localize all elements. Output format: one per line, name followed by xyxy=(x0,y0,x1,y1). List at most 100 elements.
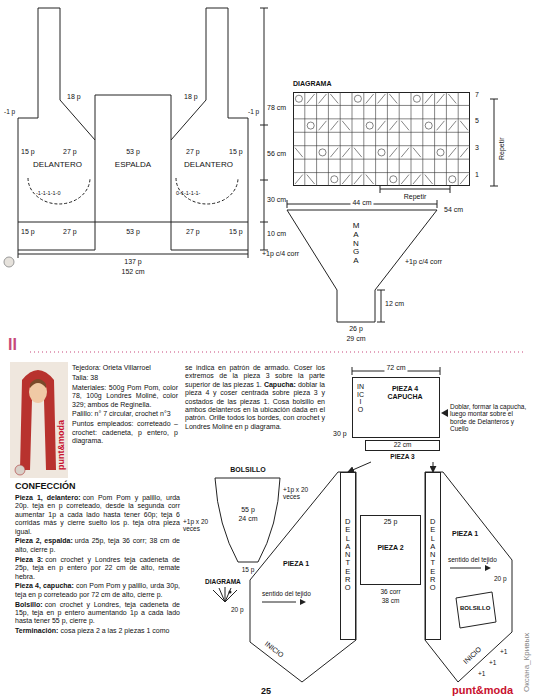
paragraph: Puntos empleados: correteado – crochet: … xyxy=(72,420,178,445)
label: Doblar, formar la capucha, luego montar … xyxy=(450,403,530,433)
stitch-symbol xyxy=(319,94,327,103)
label: 27 p xyxy=(186,228,200,236)
piece-label: PIEZA 4 CAPUCHA xyxy=(374,385,436,401)
stitch-symbol xyxy=(425,94,433,103)
stitch-symbol xyxy=(330,121,338,130)
outline-rect xyxy=(366,441,440,451)
label: punt&moda xyxy=(452,684,513,697)
text-column: Pieza 1, delantero:con Pom Pom y palillo… xyxy=(15,494,180,637)
stitch-symbol xyxy=(413,148,421,157)
stitch-symbol xyxy=(307,94,315,103)
piece-outline xyxy=(285,208,441,326)
label: 5 xyxy=(475,117,479,125)
grid-line xyxy=(293,132,470,133)
dimension-line xyxy=(18,250,248,258)
stitch-symbol xyxy=(401,148,409,157)
direction-arrow xyxy=(450,568,481,569)
grid-line xyxy=(411,92,412,186)
grid-line xyxy=(328,92,329,186)
label: Оксана_Кривых xyxy=(522,633,531,692)
label: -1-1-1-1-0 xyxy=(36,190,60,196)
stitch-symbol xyxy=(342,148,350,157)
stitch-symbol xyxy=(437,121,445,130)
stitch-symbol xyxy=(354,148,362,157)
piece-label: ESPALDA xyxy=(95,160,171,169)
label: DIAGRAMA xyxy=(205,578,241,585)
piece-label: 22 cm xyxy=(365,441,440,448)
stitch-symbol xyxy=(330,148,338,157)
grid-line xyxy=(316,92,317,186)
paragraph: Pieza 3:con crochet y Londres teja caden… xyxy=(15,556,180,581)
paragraph-text: Tejedora: Orieta Villarroel xyxy=(72,364,151,371)
stitch-symbol xyxy=(413,175,421,184)
pattern-piece: DELANTERO xyxy=(425,472,441,640)
arrow-head xyxy=(300,599,306,605)
paragraph-heading: Pieza 2, espalda: xyxy=(15,537,73,544)
paragraph-text: Palillo: n° 7 circular, crochet n°3 xyxy=(72,410,171,417)
stitch-symbol xyxy=(307,122,314,129)
label: II xyxy=(8,336,17,354)
stitch-symbol xyxy=(460,175,468,184)
label: 30 cm xyxy=(267,196,286,204)
paragraph: Tejedora: Orieta Villarroel xyxy=(72,364,178,372)
stitch-symbol xyxy=(342,175,350,184)
grid-line xyxy=(422,92,423,186)
outline-rect xyxy=(426,473,441,640)
pattern-piece: DIAGRAMA xyxy=(293,80,471,187)
piece-label: INICIO xyxy=(357,383,364,414)
chart-grid xyxy=(293,92,470,186)
yarn-ball xyxy=(4,257,14,267)
stitch-symbol xyxy=(354,175,362,184)
piece-label: INICIO xyxy=(462,645,483,665)
label: 15 p xyxy=(21,148,35,156)
hair xyxy=(30,379,46,388)
piece-label: 25 p xyxy=(360,518,421,526)
piece-label: PIEZA 1 xyxy=(452,530,478,538)
stitch-symbol xyxy=(319,149,326,156)
stitch-symbol xyxy=(425,122,432,129)
piece-label: PIEZA 2 xyxy=(360,544,421,552)
yarn-logo xyxy=(15,465,25,475)
paragraph-heading: Terminación: xyxy=(15,627,58,634)
label: 30 p xyxy=(333,430,347,438)
outline-shape xyxy=(425,472,512,682)
stitch-symbol xyxy=(401,175,409,184)
label: 26 p xyxy=(349,325,363,333)
grid-line xyxy=(293,118,470,119)
stitch-symbol xyxy=(213,587,237,602)
paragraph-text: doblar la pieza 4 y coser centrada sobre… xyxy=(185,381,325,430)
label: +1 xyxy=(489,659,496,666)
grid-line xyxy=(352,92,353,186)
label: 27 p xyxy=(186,148,200,156)
stitch-symbol xyxy=(319,121,327,130)
dimension-line xyxy=(377,290,385,322)
piece-label: BOLSILLO xyxy=(460,605,490,612)
piece-label: DELANTERO xyxy=(429,518,437,592)
piece-label: 55 p xyxy=(212,506,284,514)
label: 7 xyxy=(475,91,479,99)
stitch-symbol xyxy=(437,94,445,103)
stitch-symbol xyxy=(437,149,444,156)
outline-rect xyxy=(353,378,440,438)
stitch-symbol xyxy=(448,148,456,157)
pattern-piece: MANGA xyxy=(285,208,441,326)
label: Repetir xyxy=(498,137,506,160)
label: +1p x 20 veces xyxy=(283,486,314,501)
label: 137 p xyxy=(124,258,142,266)
label: 3 xyxy=(475,144,479,152)
label: 27 p xyxy=(63,148,77,156)
label: 27 p xyxy=(63,228,77,236)
arrow-head xyxy=(441,409,448,417)
text-column: se indica en patrón de armado. Coser los… xyxy=(185,364,325,433)
label: +1p x 20 veces xyxy=(183,518,213,533)
stitch-symbol xyxy=(389,148,397,157)
stitch-symbol xyxy=(378,94,386,103)
label: Repetir xyxy=(404,193,427,201)
stitch-symbol xyxy=(425,175,433,184)
label: 53 p xyxy=(126,148,140,156)
paragraph: Pieza 4, capucha:con Pom Pom y palillo, … xyxy=(15,582,180,599)
grid-line xyxy=(375,92,376,186)
label: 20 p xyxy=(231,606,244,613)
label: punt&moda xyxy=(56,420,66,470)
grid-line xyxy=(387,92,388,186)
